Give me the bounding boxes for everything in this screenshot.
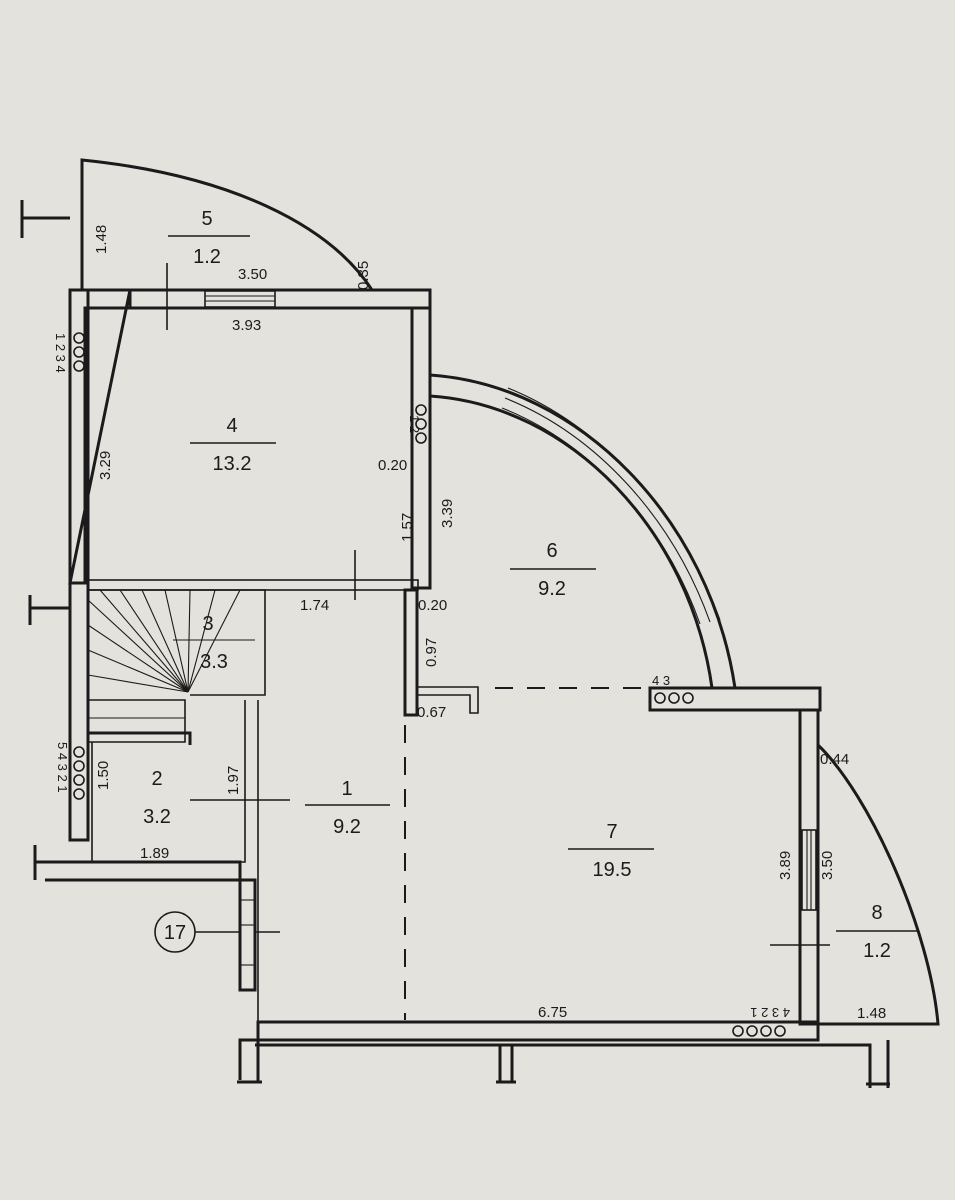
room-label-4: 4 13.2 <box>190 415 276 475</box>
room-number: 3 <box>202 613 213 635</box>
room-number: 2 <box>151 768 162 790</box>
room-label-5: 5 1.2 <box>168 208 250 268</box>
wall-bottom <box>256 1020 820 1042</box>
outer-wall-stub <box>20 200 70 238</box>
dimension-label: 1.97 <box>225 766 242 795</box>
room-area: 9.2 <box>538 578 566 600</box>
foundation-outline <box>237 1038 890 1088</box>
dimension-label: 3.50 <box>819 851 836 880</box>
room-area: 1.2 <box>863 940 891 962</box>
room-area: 13.2 <box>213 453 252 475</box>
window-room-7-right <box>801 829 817 911</box>
dimension-label: 3.93 <box>232 317 261 334</box>
outer-wall-stub <box>28 595 70 625</box>
room-1-walls <box>238 700 280 1022</box>
room-area: 1.2 <box>193 246 221 268</box>
dimension-label: 1.74 <box>300 597 329 614</box>
room-number: 6 <box>546 540 557 562</box>
radiator-mark-left-upper: 1 2 3 4 <box>53 332 85 373</box>
dimension-label: 0.35 <box>355 261 372 290</box>
dimension-label: 3.89 <box>777 851 794 880</box>
wall-right-room-4 <box>410 306 432 590</box>
room-4-walls <box>68 288 132 585</box>
staircase-3 <box>87 589 266 745</box>
dimension-label: 1.89 <box>140 845 169 862</box>
radiator-label: 4 3 <box>652 673 670 688</box>
partition-room-1-right <box>403 588 419 717</box>
room-label-8: 8 1.2 <box>836 902 918 962</box>
dimension-label: 0.67 <box>417 704 446 721</box>
room-label-6: 6 9.2 <box>510 540 596 600</box>
dimension-label: 0.20 <box>418 597 447 614</box>
wall-room-7-top <box>648 686 822 712</box>
dimension-label: 0.44 <box>820 751 849 768</box>
balcony-8-outline <box>816 743 940 1026</box>
room-area: 9.2 <box>333 816 361 838</box>
radiator-label: 1 2 <box>407 415 422 433</box>
curved-window <box>507 387 721 621</box>
radiator-label: 4 3 2 1 <box>750 1005 790 1020</box>
dimension-label: 1.48 <box>93 225 110 254</box>
radiator-mark-room-4: 1 2 <box>407 404 427 444</box>
room-number: 4 <box>226 415 237 437</box>
dimension-label: 0.97 <box>423 638 440 667</box>
callout-17: 17 <box>154 911 240 953</box>
room-2-walls <box>91 700 290 863</box>
dimension-label: 6.75 <box>538 1004 567 1021</box>
room-6-curved-wall <box>429 373 737 689</box>
room-number: 5 <box>201 208 212 230</box>
radiator-label: 5 4 3 2 1 <box>55 742 70 793</box>
room-number: 8 <box>871 902 882 924</box>
room-label-7: 7 19.5 <box>568 821 654 881</box>
dimension-label: 1.57 <box>399 513 416 542</box>
room-label-2: 2 3.2 <box>143 768 171 828</box>
balcony-5-outline <box>80 158 374 291</box>
dimension-label: 3.29 <box>97 451 114 480</box>
room-label-1: 1 9.2 <box>305 778 390 838</box>
room-number: 7 <box>606 821 617 843</box>
room-area: 19.5 <box>593 859 632 881</box>
radiator-mark-room-7-top: 4 3 <box>652 673 694 704</box>
room-area: 3.3 <box>200 651 228 673</box>
wall-room-7-right <box>798 708 820 1026</box>
dimension-label: 0.20 <box>378 457 407 474</box>
radiator-mark-room-7-bottom: 4 3 2 1 <box>732 1005 790 1037</box>
wall-top-room-4 <box>128 288 432 310</box>
radiator-mark-left-lower: 5 4 3 2 1 <box>55 742 85 800</box>
wall-left <box>68 288 90 842</box>
room-area: 3.2 <box>143 806 171 828</box>
room-label-3: 3 3.3 <box>200 613 228 673</box>
dimension-label: 3.50 <box>238 266 267 283</box>
window-top-room-4 <box>204 290 276 308</box>
dimension-label: 3.39 <box>439 499 456 528</box>
dimension-label: 1.50 <box>95 761 112 790</box>
dimension-label: 1.48 <box>857 1005 886 1022</box>
room-number: 1 <box>341 778 352 800</box>
callout-label: 17 <box>164 922 186 944</box>
partition-room-4-bottom <box>87 579 419 591</box>
radiator-label: 1 2 3 4 <box>53 333 68 373</box>
